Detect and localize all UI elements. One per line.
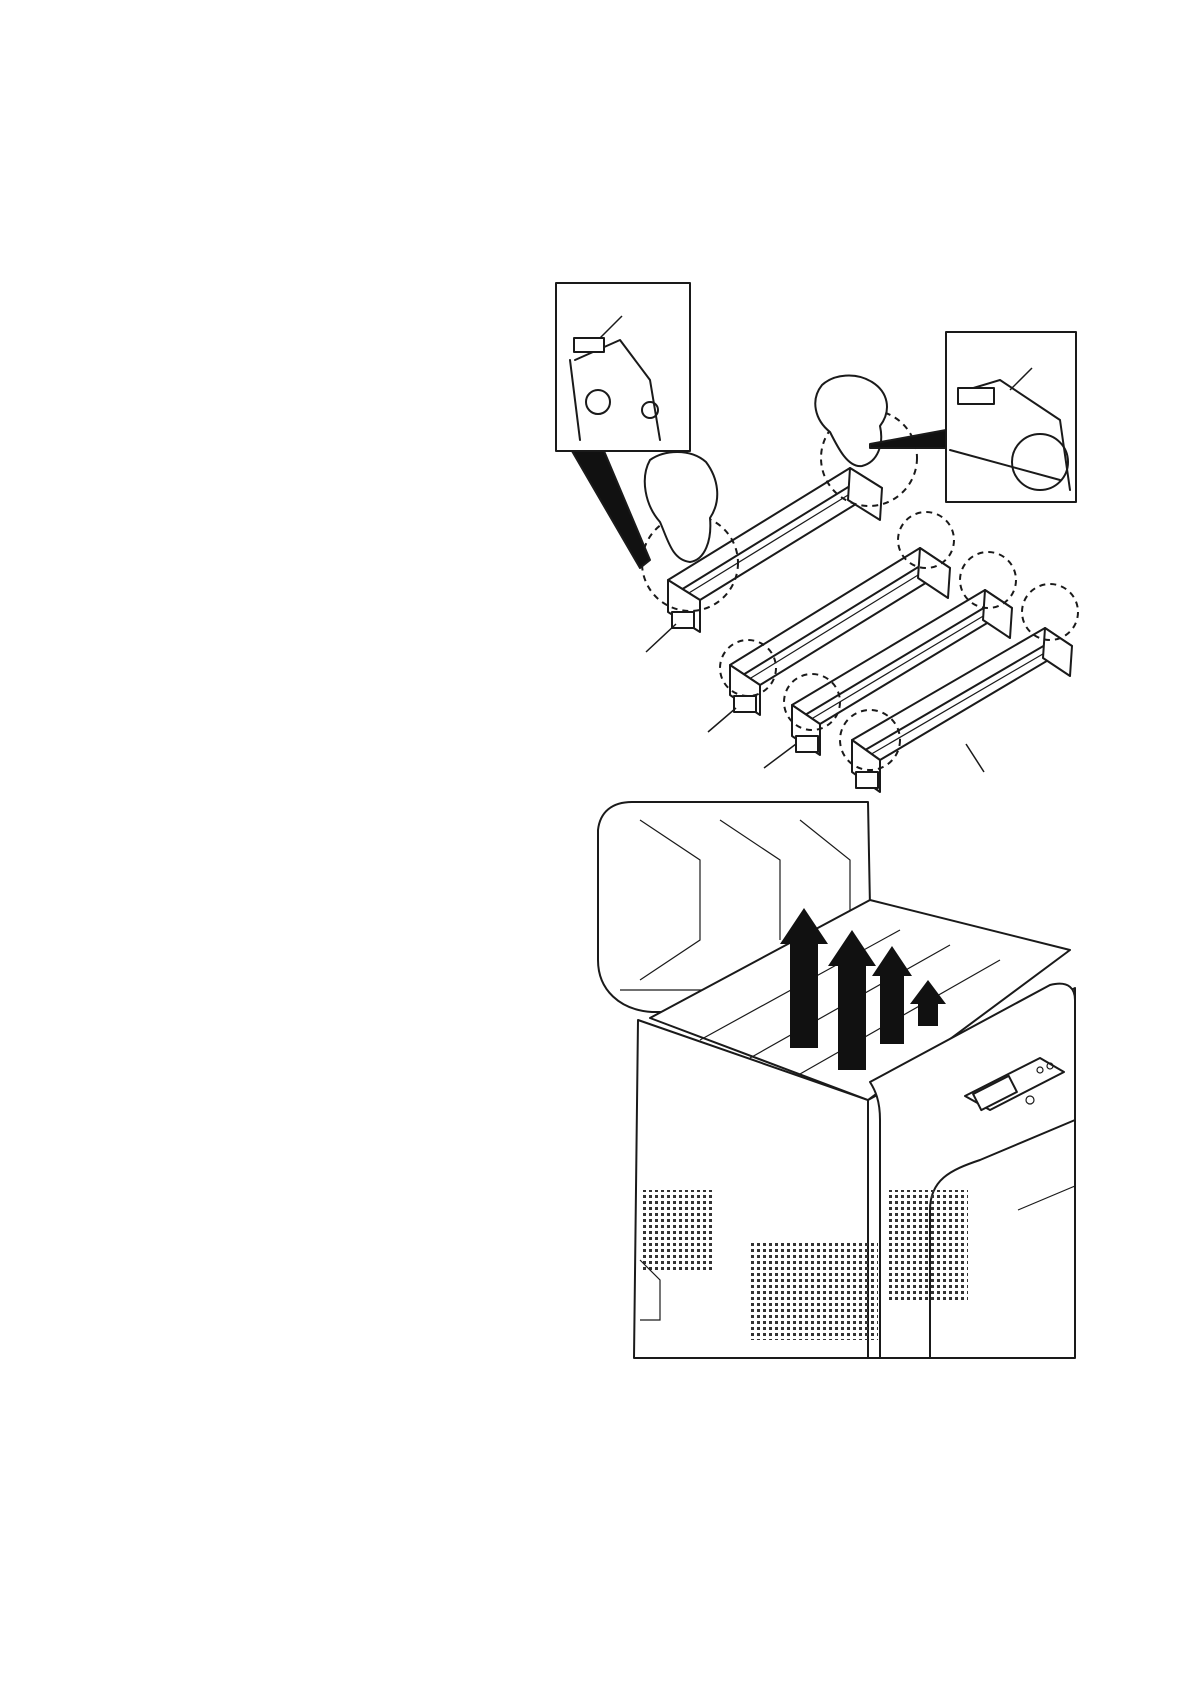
leader-drum-1 (646, 624, 676, 652)
right-hand (815, 376, 887, 467)
vent-grid-left (642, 1190, 712, 1272)
vent-grid-center (748, 1240, 878, 1340)
vent-grid-right (888, 1190, 968, 1300)
drum-units (556, 283, 1078, 792)
printer-body (598, 802, 1075, 1358)
leader-drum-3 (764, 744, 796, 768)
leader-drum-4 (966, 744, 984, 772)
left-hand (645, 452, 717, 562)
leader-drum-2 (708, 708, 736, 732)
detail-box-right (870, 332, 1076, 502)
